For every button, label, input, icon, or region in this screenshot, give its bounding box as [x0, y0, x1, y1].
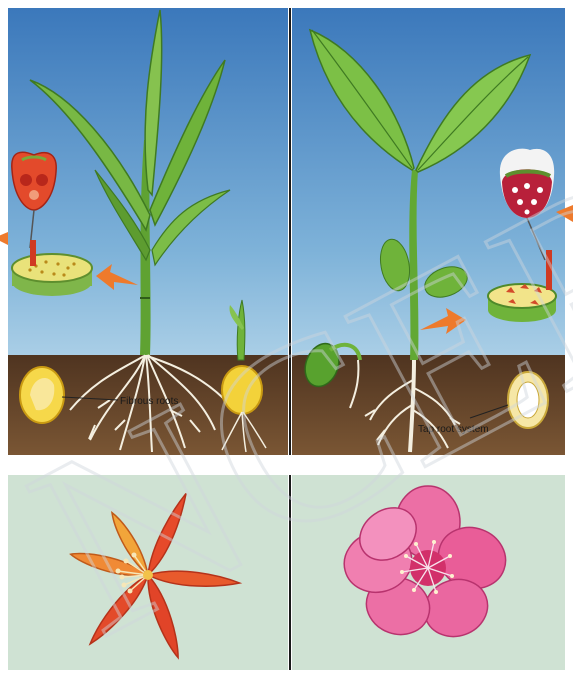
orange-arrow-icon [0, 232, 8, 245]
